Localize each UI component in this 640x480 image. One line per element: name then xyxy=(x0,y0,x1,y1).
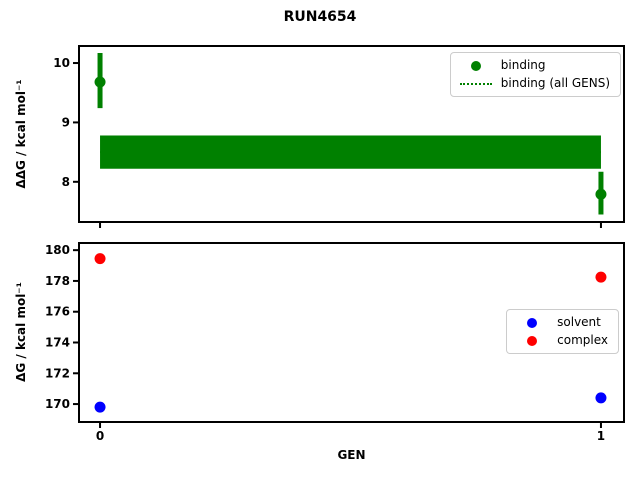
x-tick-label: 0 xyxy=(96,429,104,443)
y-tick-label: 178 xyxy=(45,274,70,288)
binding-dot-icon xyxy=(470,60,481,71)
dotted-line-icon xyxy=(459,82,492,85)
top-y-axis-label: ΔΔG / kcal mol⁻¹ xyxy=(14,79,28,189)
legend-item-binding: binding xyxy=(459,58,610,73)
y-tick-label: 172 xyxy=(45,366,70,380)
y-tick-label: 176 xyxy=(45,305,70,319)
figure-title: RUN4654 xyxy=(283,9,357,25)
legend-handle xyxy=(515,317,549,328)
complex-point xyxy=(94,253,106,265)
solvent-point xyxy=(595,392,607,404)
legend-item-solvent: solvent xyxy=(515,315,608,330)
top-plot-area: 8 9 10 xyxy=(53,52,607,228)
solvent-dot-icon xyxy=(527,317,538,328)
complex-point xyxy=(595,271,607,283)
x-axis-label: GEN xyxy=(337,448,366,462)
complex-dot-icon xyxy=(527,335,538,346)
y-tick-label: 9 xyxy=(62,115,70,129)
y-tick-label: 174 xyxy=(45,336,70,350)
legend-label: complex xyxy=(557,333,608,347)
bottom-y-axis-label: ΔG / kcal mol⁻¹ xyxy=(14,282,28,382)
binding-point xyxy=(595,188,607,200)
y-tick-label: 180 xyxy=(45,243,70,257)
bottom-axes: 170 172 174 176 178 180 0 1 solvent complex xyxy=(45,242,625,443)
bottom-plot-area: 170 172 174 176 178 180 0 1 xyxy=(45,243,607,443)
y-tick-label: 8 xyxy=(62,175,70,189)
legend-item-complex: complex xyxy=(515,333,608,348)
top-legend: binding binding (all GENS) xyxy=(449,52,621,97)
legend-item-binding-all-gens: binding (all GENS) xyxy=(459,76,610,91)
binding-point xyxy=(94,76,106,88)
legend-label: binding (all GENS) xyxy=(500,76,610,90)
legend-handle xyxy=(515,335,549,346)
bottom-legend: solvent complex xyxy=(506,309,619,354)
top-axes: 8 9 10 binding binding (all GENS) xyxy=(53,45,625,228)
legend-label: solvent xyxy=(557,315,601,329)
solvent-point xyxy=(94,401,106,413)
y-tick-label: 170 xyxy=(45,397,70,411)
legend-label: binding xyxy=(500,58,546,72)
x-tick-label: 1 xyxy=(597,429,605,443)
legend-handle xyxy=(459,82,493,85)
y-tick-label: 10 xyxy=(53,56,70,70)
legend-handle xyxy=(459,60,493,71)
